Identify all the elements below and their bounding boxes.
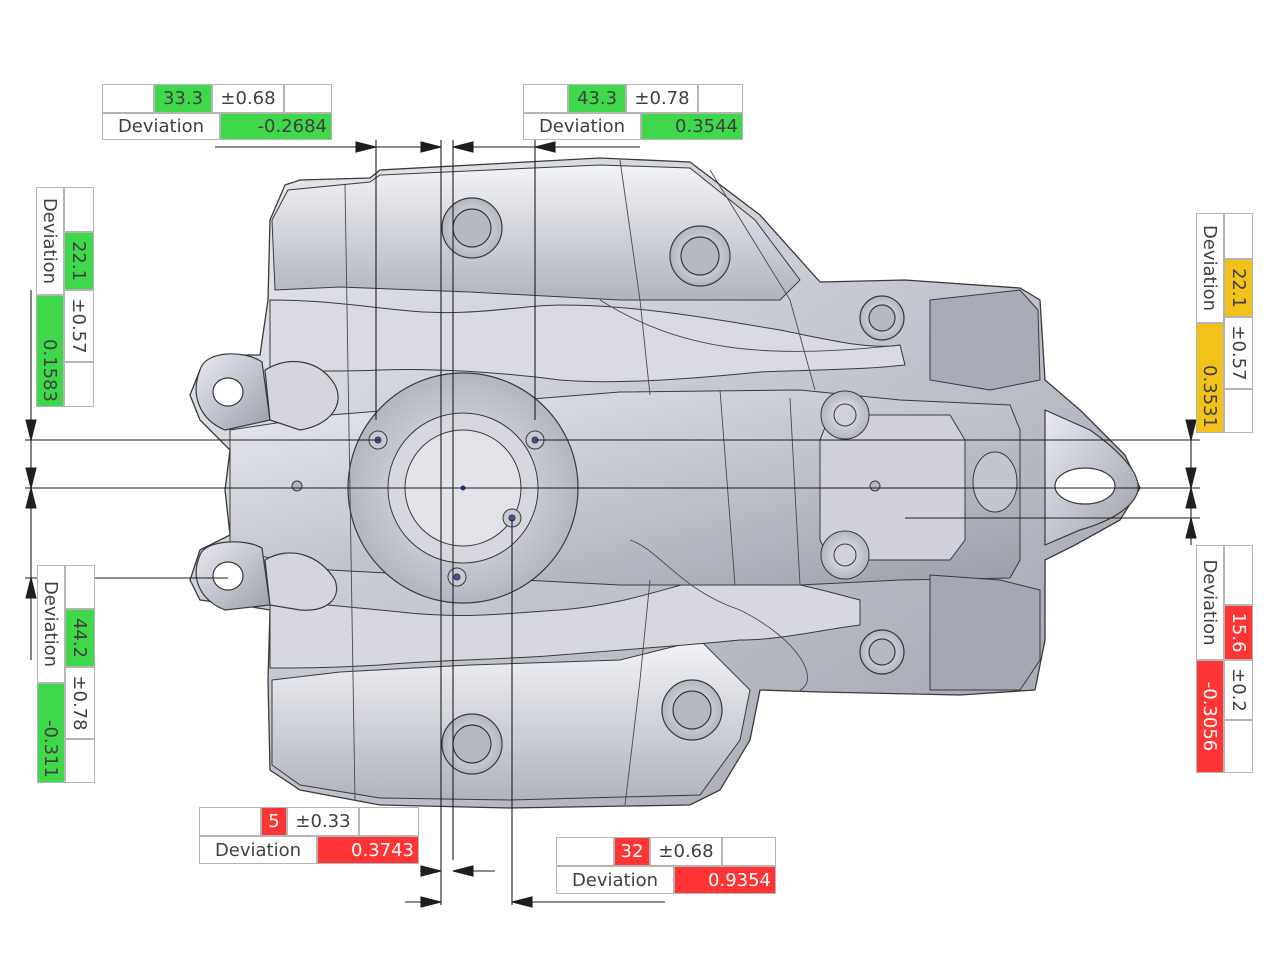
deviation-label: Deviation bbox=[556, 866, 674, 894]
nominal-value: 33.3 bbox=[154, 84, 212, 113]
deviation-value: 0.1583 bbox=[36, 295, 64, 407]
deviation-label: Deviation bbox=[1196, 213, 1224, 323]
deviation-value: 0.3544 bbox=[641, 113, 743, 140]
nominal-value: 22.1 bbox=[1224, 259, 1253, 317]
tolerance-value: ±0.57 bbox=[64, 290, 94, 362]
deviation-label: Deviation bbox=[37, 565, 65, 683]
deviation-value: -0.2684 bbox=[220, 113, 332, 140]
nominal-value: 22.1 bbox=[64, 232, 94, 290]
deviation-value: 0.3743 bbox=[317, 836, 419, 864]
tolerance-value: ±0.2 bbox=[1224, 660, 1253, 720]
tolerance-value: ±0.68 bbox=[650, 837, 722, 866]
tolerance-value: ±0.68 bbox=[212, 84, 284, 113]
deviation-value: -0.311 bbox=[37, 683, 65, 783]
tolerance-value: ±0.33 bbox=[287, 807, 359, 836]
deviation-value: 0.9354 bbox=[674, 866, 776, 894]
callout-left-lower: 44.2 ±0.78 Deviation -0.311 bbox=[37, 565, 95, 783]
nominal-value: 32 bbox=[614, 837, 650, 866]
nominal-value: 44.2 bbox=[65, 609, 95, 667]
nominal-value: 5 bbox=[261, 807, 287, 836]
callout-right-lower: 15.6 ±0.2 Deviation -0.3056 bbox=[1196, 545, 1253, 773]
nominal-value: 15.6 bbox=[1224, 605, 1253, 660]
tolerance-value: ±0.78 bbox=[626, 84, 698, 113]
dimension-lines bbox=[25, 140, 1200, 908]
nominal-value: 43.3 bbox=[568, 84, 626, 113]
deviation-value: -0.3056 bbox=[1196, 660, 1224, 773]
deviation-label: Deviation bbox=[102, 113, 220, 140]
callout-right-upper: 22.1 ±0.57 Deviation 0.3531 bbox=[1196, 213, 1253, 433]
deviation-label: Deviation bbox=[1196, 545, 1224, 660]
deviation-label: Deviation bbox=[523, 113, 641, 140]
deviation-label: Deviation bbox=[199, 836, 317, 864]
deviation-value: 0.3531 bbox=[1196, 323, 1224, 433]
deviation-label: Deviation bbox=[36, 187, 64, 295]
tolerance-value: ±0.78 bbox=[65, 667, 95, 739]
callout-left-upper: 22.1 ±0.57 Deviation 0.1583 bbox=[36, 187, 94, 407]
tolerance-value: ±0.57 bbox=[1224, 317, 1253, 389]
